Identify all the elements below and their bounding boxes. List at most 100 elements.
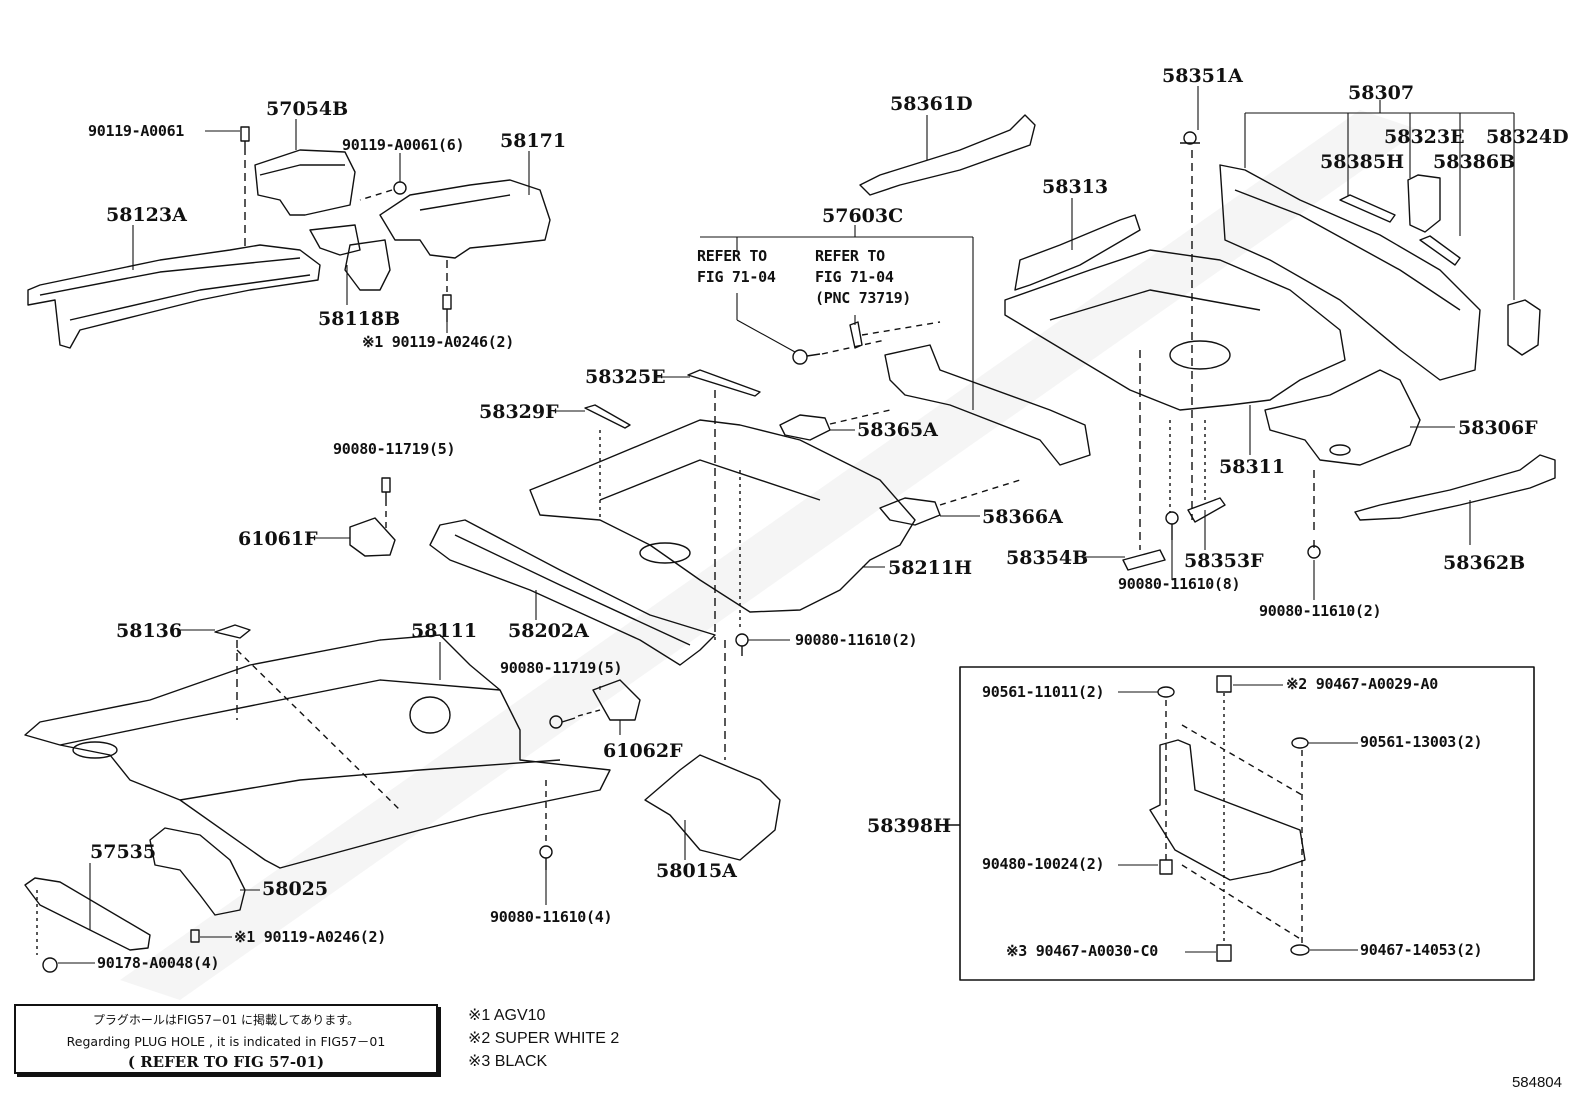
callout-58398H: 58398H [867,815,952,837]
note-japanese: プラグホールはFIG57−01 に掲載してあります。 [92,1013,360,1027]
callout-90080-11719-b: 90080-11719(5) [500,659,623,677]
clip-pnc-73719[interactable] [849,321,863,349]
callout-58307: 58307 [1348,82,1415,104]
part-58015A[interactable] [644,754,781,861]
callout-90080-11610-2c: 90080-11610(2) [795,631,918,649]
callout-58362B: 58362B [1443,552,1526,574]
plug-hole-note: プラグホールはFIG57−01 に掲載してあります。 Regarding PLU… [14,1004,438,1074]
bolt-90080-11719-b[interactable] [549,715,576,729]
refer-pnc-label: (PNC 73719) [815,289,912,307]
callout-58324D: 58324D [1486,126,1569,148]
note-english: Regarding PLUG HOLE , it is indicated in… [66,1034,386,1049]
part-58307[interactable] [1219,164,1481,381]
callout-58015A: 58015A [656,860,737,882]
part-61061F[interactable] [349,517,396,557]
callout-61062F: 61062F [603,740,683,762]
clip-90561-11011[interactable] [1157,686,1175,698]
part-58313[interactable] [1014,214,1141,291]
callout-90119-A0061: 90119-A0061 [88,122,185,140]
color-legend: ※1 AGV10 ※2 SUPER WHITE 2 ※3 BLACK [468,1004,619,1073]
part-61062F[interactable] [592,679,641,721]
callout-58136: 58136 [116,620,183,642]
refer-fig-label-1: FIG 71-04 [697,268,776,286]
callout-58313: 58313 [1042,176,1109,198]
bolt-90080-11610-8[interactable] [1165,511,1179,540]
clip-90561-13003[interactable] [1291,737,1309,749]
part-57603C[interactable] [884,344,1091,466]
callout-58361D: 58361D [890,93,973,115]
callout-58323E: 58323E [1384,126,1465,148]
part-58386B[interactable] [1419,235,1461,266]
part-58325E[interactable] [687,369,761,397]
nut-90480-10024[interactable] [1159,859,1173,875]
callout-58385H: 58385H [1320,151,1405,173]
legend-item-3: ※3 BLACK [468,1053,548,1070]
part-58111[interactable] [24,634,611,869]
callout-90080-11719-a: 90080-11719(5) [333,440,456,458]
callout-90561-11011: 90561-11011(2) [982,683,1105,701]
note-reference: ( REFER TO FIG 57-01) [127,1053,325,1071]
kit-58398H-box [959,666,1535,981]
callout-90080-11610-8: 90080-11610(8) [1118,575,1241,593]
callout-90119-A0246-top: ※1 90119-A0246(2) [362,333,514,351]
callout-58118B: 58118B [318,308,401,330]
callout-58123A: 58123A [106,204,187,226]
callout-90467-A0029: ※2 90467-A0029-A0 [1286,675,1438,693]
clip-90178-A0048[interactable] [42,957,58,973]
part-57535[interactable] [24,877,151,951]
part-58136[interactable] [214,624,251,639]
callout-90080-11610-4: 90080-11610(4) [490,908,613,926]
clip-90467-14053[interactable] [1290,944,1310,956]
part-58118B[interactable] [309,224,391,291]
callout-90480-10024: 90480-10024(2) [982,855,1105,873]
bolt-90119-A0246-bot[interactable] [190,929,200,943]
refer-to-label-2: REFER TO [815,247,885,265]
callout-90080-11610-2r: 90080-11610(2) [1259,602,1382,620]
clip-90467-A0030[interactable] [1216,944,1232,962]
bolt-refer-fig-71-04[interactable] [792,349,821,365]
bolt-90119-A0246-top[interactable] [442,294,452,322]
part-58171[interactable] [379,179,551,259]
part-58324D[interactable] [1507,299,1541,356]
callout-90119-A0061-6: 90119-A0061(6) [342,136,465,154]
legend-item-2: ※2 SUPER WHITE 2 [468,1030,620,1047]
callout-90467-14053: 90467-14053(2) [1360,941,1483,959]
bolt-90080-11610-4[interactable] [539,845,553,870]
part-58311[interactable] [1004,249,1346,411]
callout-90561-13003: 90561-13003(2) [1360,733,1483,751]
callout-58111: 58111 [411,620,478,642]
part-58329F[interactable] [584,404,631,429]
figure-number: 584804 [1511,1074,1562,1091]
callout-58306F: 58306F [1458,417,1538,439]
callout-90119-A0246-bot: ※1 90119-A0246(2) [234,928,386,946]
bolt-90119-A0061-6[interactable] [393,181,407,195]
part-58306F[interactable] [1264,369,1421,466]
callout-57603C: 57603C [822,205,904,227]
callout-58351A: 58351A [1162,65,1243,87]
bolt-90080-11719-a[interactable] [381,477,391,500]
part-58362B[interactable] [1354,454,1556,521]
callout-58211H: 58211H [888,557,973,579]
bolt-90080-11610-2c[interactable] [735,633,749,656]
bolt-90080-11610-2r[interactable] [1307,540,1321,559]
part-58385H[interactable] [1339,194,1396,223]
part-58211H[interactable] [529,419,916,613]
part-58351A[interactable] [1180,131,1200,145]
part-58202A[interactable] [429,519,716,666]
part-58354B[interactable] [1122,549,1166,571]
callout-58354B: 58354B [1006,547,1089,569]
part-58323E[interactable] [1407,174,1441,233]
bolt-90119-A0061[interactable] [240,126,250,155]
part-58123A[interactable] [27,244,321,349]
callout-58171: 58171 [500,130,567,152]
part-58025[interactable] [149,827,246,916]
callout-57054B: 57054B [266,98,349,120]
part-58366A[interactable] [879,497,941,526]
part-58361D[interactable] [859,114,1036,196]
part-58398H[interactable] [1149,739,1306,881]
part-58353F[interactable] [1187,497,1226,523]
clip-90467-A0029[interactable] [1216,675,1232,693]
callout-58202A: 58202A [508,620,589,642]
part-57054B[interactable] [254,149,356,216]
